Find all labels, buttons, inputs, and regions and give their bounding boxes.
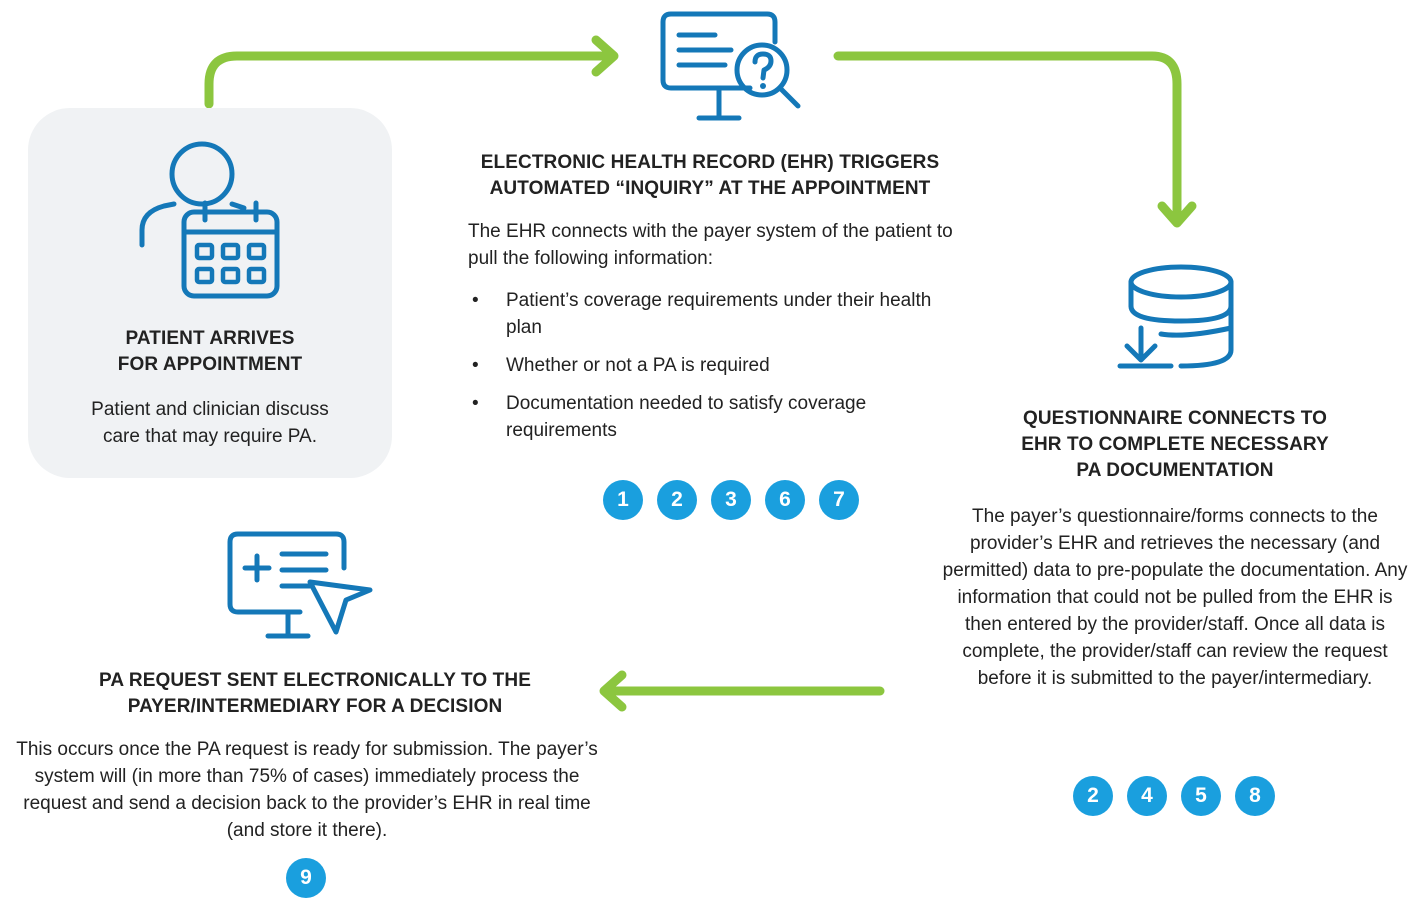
reference-badge: 9: [286, 858, 326, 898]
step2-intro: The EHR connects with the payer system o…: [468, 221, 953, 269]
monitor-search-question-icon: [660, 11, 801, 121]
step3-description: The payer’s questionnaire/forms connects…: [942, 506, 1408, 689]
step2-bullet-list: Patient’s coverage requirements under th…: [468, 287, 968, 455]
reference-badge: 3: [711, 480, 751, 520]
reference-badge: 4: [1127, 776, 1167, 816]
step3-title-line1: QUESTIONNAIRE CONNECTS TO: [1022, 408, 1328, 429]
step1-description-line1: Patient and clinician discuss: [91, 399, 329, 420]
step4-reference-badges: 9: [286, 858, 326, 898]
database-download-icon: [1117, 264, 1234, 369]
arrow-step2-to-step3-head: [1157, 201, 1197, 228]
step2-title-line1: ELECTRONIC HEALTH RECORD (EHR) TRIGGERS: [480, 152, 940, 173]
step2-reference-badges: 1 2 3 6 7: [603, 480, 859, 520]
step3-title-line2: EHR TO COMPLETE NECESSARY: [1021, 434, 1329, 455]
step1-description-line2: care that may require PA.: [102, 426, 318, 447]
reference-badge: 5: [1181, 776, 1221, 816]
arrow-step1-to-step2: [204, 51, 616, 109]
step4-title: PA REQUEST SENT ELECTRONICALLY TO THE PA…: [30, 668, 600, 720]
arrow-step3-to-step4-head: [599, 670, 627, 712]
step1-title-line2: FOR APPOINTMENT: [117, 354, 303, 375]
reference-badge: 2: [657, 480, 697, 520]
list-item: Patient’s coverage requirements under th…: [468, 287, 968, 341]
arrow-step2-to-step3: [833, 51, 1182, 227]
monitor-send-icon: [227, 531, 373, 639]
step3-title-line3: PA DOCUMENTATION: [1076, 460, 1274, 481]
step4-title-line1: PA REQUEST SENT ELECTRONICALLY TO THE: [99, 670, 531, 691]
reference-badge: 6: [765, 480, 805, 520]
list-item: Whether or not a PA is required: [468, 352, 968, 379]
reference-badge: 8: [1235, 776, 1275, 816]
list-item: Documentation needed to satisfy coverage…: [468, 390, 968, 444]
step3-reference-badges: 2 4 5 8: [1073, 776, 1275, 816]
reference-badge: 7: [819, 480, 859, 520]
step1-title: PATIENT ARRIVES FOR APPOINTMENT: [28, 326, 392, 378]
patient-calendar-icon: [139, 141, 280, 299]
step3-title: QUESTIONNAIRE CONNECTS TO EHR TO COMPLET…: [960, 406, 1390, 484]
arrow-step1-to-step2-head: [591, 35, 619, 77]
reference-badge: 2: [1073, 776, 1113, 816]
step1-description: Patient and clinician discuss care that …: [28, 396, 392, 450]
reference-badge: 1: [603, 480, 643, 520]
patient-arrives-card: [28, 108, 392, 478]
step4-description: This occurs once the PA request is ready…: [16, 739, 598, 841]
step4-title-line2: PAYER/INTERMEDIARY FOR A DECISION: [127, 696, 503, 717]
step2-title: ELECTRONIC HEALTH RECORD (EHR) TRIGGERS …: [455, 150, 965, 202]
step1-title-line1: PATIENT ARRIVES: [125, 328, 295, 349]
step2-title-line2: AUTOMATED “INQUIRY” AT THE APPOINTMENT: [489, 178, 931, 199]
